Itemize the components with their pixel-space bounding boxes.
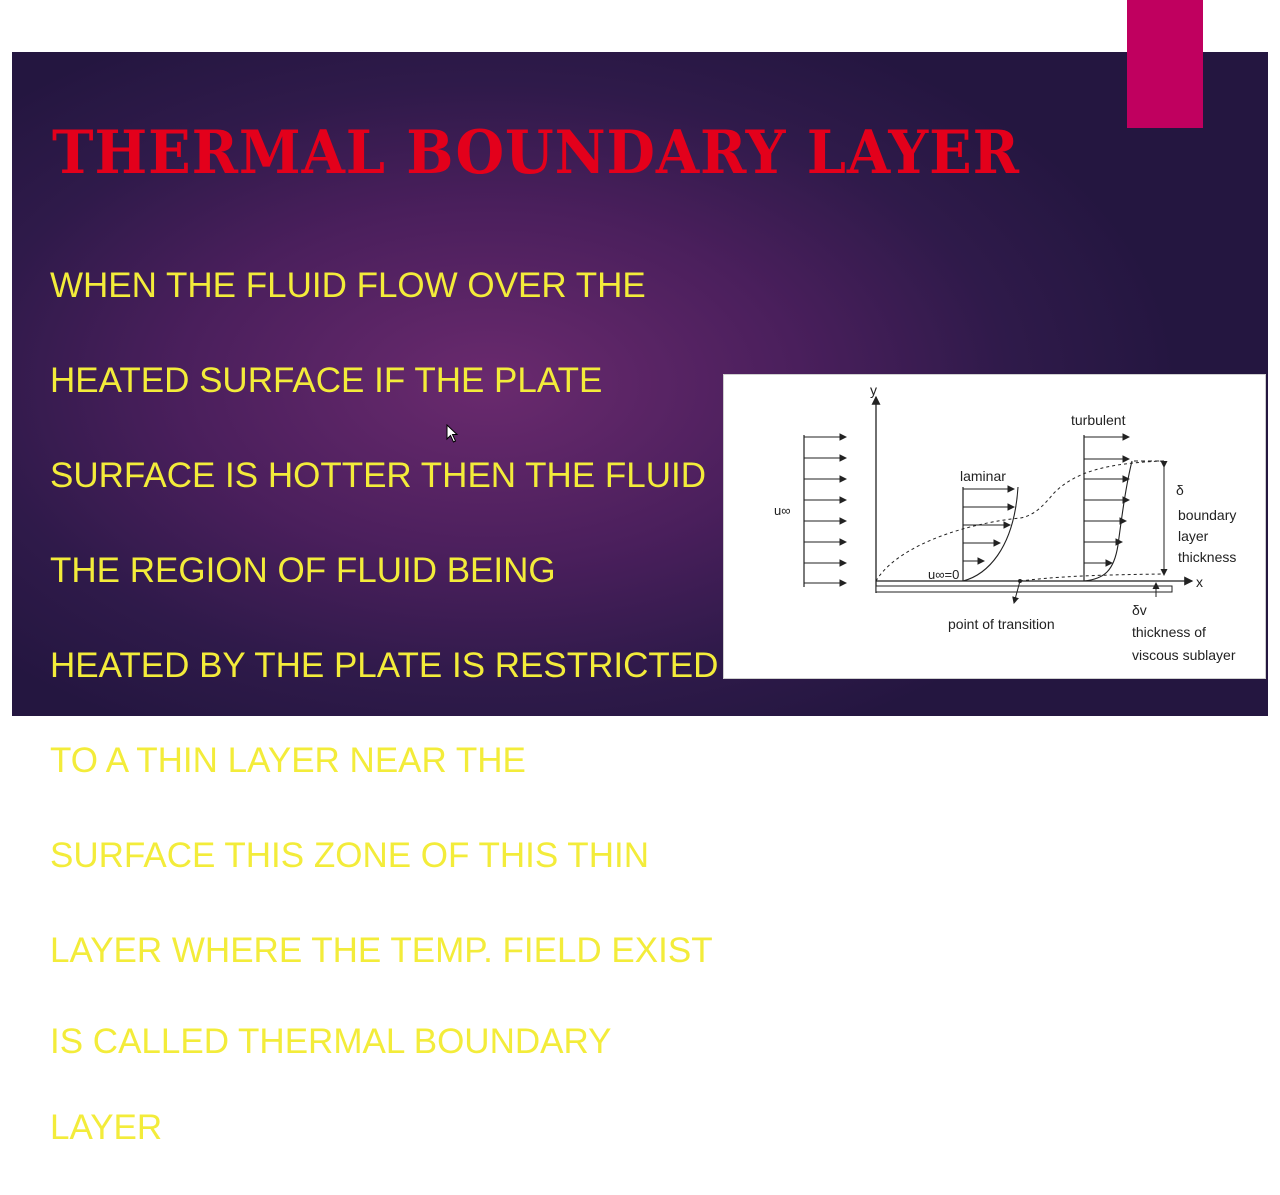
body-line: HEATED BY THE PLATE IS RESTRICTED (50, 645, 719, 685)
free-stream-arrows (804, 433, 848, 587)
boundary-layer-diagram: y x u∞ laminar u∞=0 (723, 374, 1266, 679)
mouse-pointer-icon (446, 424, 459, 443)
laminar-velocity-profile (962, 486, 1019, 582)
slide-body-text: WHEN THE FLUID FLOW OVER THE HEATED SURF… (50, 214, 730, 1195)
free-stream-label: u∞ (774, 503, 791, 518)
plate (875, 585, 1173, 593)
slide-title: THERMAL BOUNDARY LAYER (52, 118, 1020, 188)
body-line: TO A THIN LAYER NEAR THE (50, 740, 526, 780)
delta-v-label: δv (1132, 602, 1147, 618)
bl-thickness-line-1: boundary (1178, 507, 1236, 523)
turbulent-velocity-profile (1083, 460, 1133, 582)
bl-thickness-line-3: thickness (1178, 549, 1236, 565)
sublayer-line-2: viscous sublayer (1132, 647, 1236, 663)
turbulent-arrows (1084, 433, 1131, 567)
body-line: SURFACE THIS ZONE OF THIS THIN (50, 835, 649, 875)
body-line: LAYER WHERE THE TEMP. FIELD EXIST (50, 930, 713, 970)
y-axis-label: y (870, 382, 877, 398)
body-line: HEATED SURFACE IF THE PLATE (50, 360, 603, 400)
boundary-layer-edge (875, 460, 1165, 582)
body-line: WHEN THE FLUID FLOW OVER THE (50, 265, 646, 305)
laminar-arrows (963, 485, 1016, 565)
transition-label: point of transition (948, 616, 1055, 632)
diagram-svg: y x u∞ laminar u∞=0 (774, 382, 1236, 663)
laminar-label: laminar (960, 468, 1006, 484)
bl-thickness-line-2: layer (1178, 528, 1209, 544)
wall-velocity-label: u∞=0 (928, 567, 959, 582)
turbulent-label: turbulent (1071, 412, 1126, 428)
x-axis-label: x (1196, 574, 1203, 590)
viscous-sublayer-edge (1019, 573, 1165, 582)
body-line: IS CALLED THERMAL BOUNDARY (50, 1021, 612, 1061)
accent-bar (1127, 0, 1203, 128)
body-line: LAYER (50, 1108, 163, 1147)
body-line: THE REGION OF FLUID BEING (50, 550, 556, 590)
sublayer-line-1: thickness of (1132, 624, 1206, 640)
delta-label: δ (1176, 482, 1184, 498)
body-line: SURFACE IS HOTTER THEN THE FLUID (50, 455, 707, 495)
